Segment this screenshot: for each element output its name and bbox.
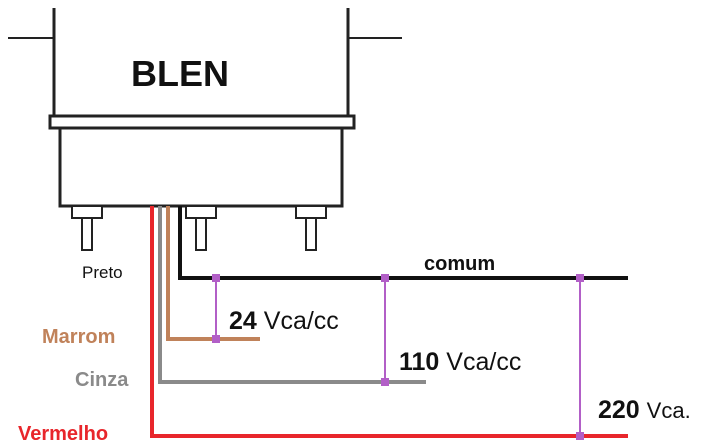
connector-24 [212,274,220,343]
common-label: comum [424,253,496,275]
voltage-value-110: 110 [399,348,440,376]
wire-cinza [158,206,426,384]
voltage-label-24: 24 Vca/cc [229,309,339,334]
terminal-middle [185,205,217,251]
connector-220 [576,274,584,440]
device-band [48,114,356,130]
voltage-label-220: 220 Vca. [598,398,691,423]
terminal-left [71,205,103,251]
device-name: BLEN [131,53,229,94]
terminal-right [295,205,327,251]
voltage-value-24: 24 [229,307,257,335]
voltage-unit-24: Vca/cc [263,307,339,335]
voltage-value-220: 220 [598,396,640,424]
wire-preto [178,206,628,280]
wire-label-preto: Preto [82,263,123,282]
device-body [58,126,344,208]
wire-vermelho [150,206,628,438]
wire-label-vermelho: Vermelho [18,423,109,445]
voltage-unit-110: Vca/cc [446,348,522,376]
voltage-label-110: 110 Vca/cc [399,350,521,375]
wire-marrom [166,206,260,341]
wire-label-cinza: Cinza [75,369,129,391]
connector-110 [381,274,389,386]
wire-label-marrom: Marrom [42,326,116,348]
voltage-unit-220: Vca. [646,398,691,423]
